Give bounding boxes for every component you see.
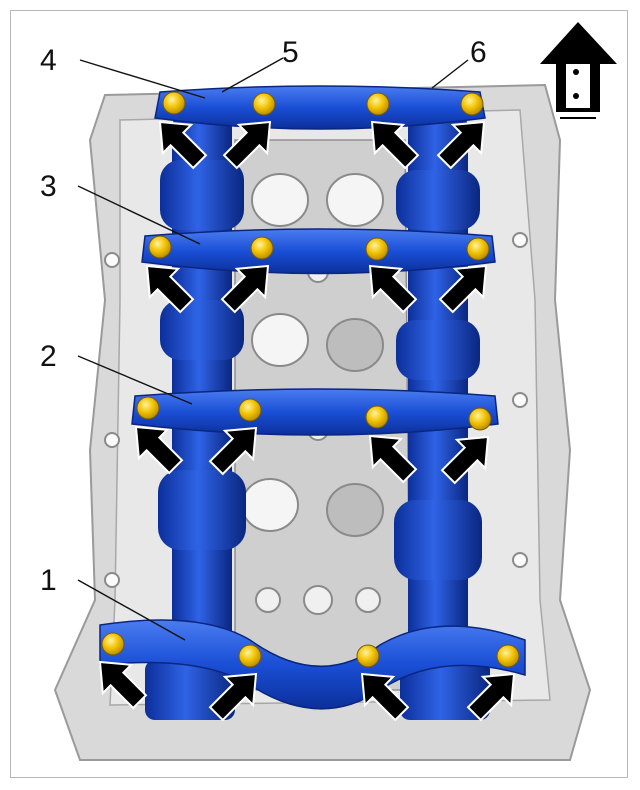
- bolt-icon: [356, 644, 380, 668]
- front-direction-arrow-icon: [540, 22, 617, 119]
- black-pointer-arrow-icon: [438, 264, 488, 314]
- leader-line-2: [77, 355, 193, 405]
- black-pointer-arrow-icon: [360, 672, 410, 722]
- bolt-icon: [162, 91, 186, 115]
- bolt-icon: [466, 237, 490, 261]
- leader-lines: [77, 57, 469, 641]
- black-pointer-arrow-icon: [134, 425, 184, 475]
- callout-3: 3: [40, 170, 57, 203]
- black-pointer-arrow-icon: [220, 264, 270, 314]
- black-pointer-arrow-icon: [440, 435, 490, 485]
- black-pointer-arrow-icon: [145, 264, 195, 314]
- black-pointer-arrow-icon: [466, 672, 516, 722]
- camshaft-cap-3: [141, 228, 496, 275]
- callout-2: 2: [40, 340, 57, 373]
- bolt-icon: [365, 405, 389, 429]
- bolt-icon: [101, 632, 125, 656]
- bolt-icon: [365, 237, 389, 261]
- black-pointer-arrow-icon: [98, 660, 148, 710]
- leader-line-5: [221, 57, 284, 93]
- leader-line-6: [431, 59, 469, 89]
- camshaft-cap-2: [131, 388, 499, 436]
- leader-line-3: [77, 185, 201, 245]
- black-pointer-arrow-icon: [158, 120, 208, 170]
- bolt-icon: [366, 92, 390, 116]
- black-pointer-arrow-icon: [222, 120, 272, 170]
- callout-5: 5: [282, 36, 299, 69]
- bolt-icon: [238, 398, 262, 422]
- callout-1: 1: [40, 564, 57, 597]
- bolt-icon: [238, 644, 262, 668]
- black-pointer-arrow-icon: [368, 264, 418, 314]
- bolt-icon: [496, 644, 520, 668]
- black-pointer-arrow-icon: [208, 426, 258, 476]
- bolt-icon: [136, 396, 160, 420]
- black-pointer-arrow-icon: [370, 120, 420, 170]
- callout-4: 4: [40, 44, 57, 77]
- bolt-icon: [252, 92, 276, 116]
- bolt-icon: [148, 235, 172, 259]
- leader-line-4: [79, 59, 206, 99]
- black-pointer-arrow-icon: [208, 672, 258, 722]
- bolts: [101, 91, 520, 668]
- leader-line-1: [77, 579, 186, 641]
- bolt-icon: [468, 407, 492, 431]
- bolt-icon: [460, 92, 484, 116]
- bolt-icon: [250, 236, 274, 260]
- callout-6: 6: [470, 36, 487, 69]
- black-pointer-arrow-icon: [368, 434, 418, 484]
- pointer-arrows: [98, 120, 516, 722]
- camshaft-cap-upper: [154, 85, 486, 130]
- black-pointer-arrow-icon: [436, 120, 486, 170]
